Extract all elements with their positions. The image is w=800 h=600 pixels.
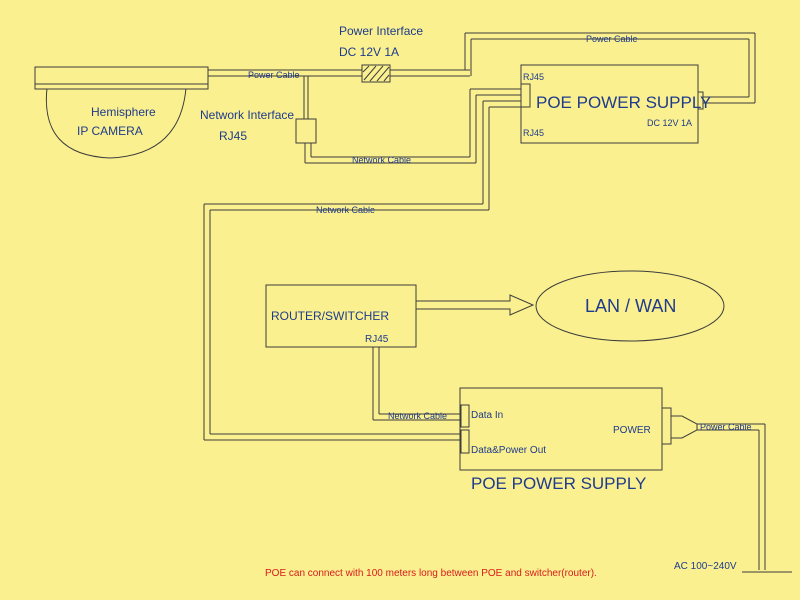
poe-bottom-title: POE POWER SUPPLY bbox=[471, 474, 646, 493]
camera-rj45-connector bbox=[295, 118, 317, 144]
network-cable-camera-to-poe bbox=[303, 76, 521, 164]
lan-wan-label: LAN / WAN bbox=[585, 296, 676, 316]
power-cable-camera-to-poe bbox=[208, 32, 756, 104]
poe-top-title: POE POWER SUPPLY bbox=[536, 93, 711, 112]
poe-top-dc-port bbox=[697, 91, 704, 110]
router-switcher-box bbox=[265, 284, 417, 348]
poe-top-rj45-out-label: RJ45 bbox=[523, 128, 544, 138]
power-plug bbox=[670, 415, 698, 439]
network-cable-long-label: Network Cable bbox=[316, 205, 375, 215]
data-power-out-label: Data&Power Out bbox=[471, 445, 546, 456]
camera-base-plate bbox=[34, 66, 209, 90]
lan-wan-arrow bbox=[416, 294, 535, 316]
power-interface-label: Power Interface bbox=[339, 24, 423, 38]
poe-top-rj45-port bbox=[520, 83, 531, 108]
poe-data-power-out-port bbox=[460, 429, 470, 454]
power-cable-mains-label: Power Cable bbox=[700, 422, 752, 432]
power-cable-camera-label: Power Cable bbox=[248, 70, 300, 80]
router-label: ROUTER/SWITCHER bbox=[271, 309, 389, 323]
data-in-label: Data In bbox=[471, 410, 503, 421]
network-cable-camera-label: Network Cable bbox=[352, 155, 411, 165]
poe-power-port bbox=[661, 407, 672, 445]
mains-power-cable bbox=[697, 423, 792, 573]
dc-power-label: DC 12V 1A bbox=[339, 45, 399, 59]
poe-top-dc-label: DC 12V 1A bbox=[647, 118, 692, 128]
poe-power-supply-top bbox=[520, 64, 704, 144]
poe-power-supply-bottom bbox=[459, 387, 698, 471]
ac-input-label: AC 100~240V bbox=[674, 561, 737, 572]
power-cable-top-label: Power Cable bbox=[586, 34, 638, 44]
router-rj45-label: RJ45 bbox=[365, 334, 389, 345]
camera-label-line1: Hemisphere bbox=[91, 105, 156, 119]
network-cable-poe-to-poe bbox=[203, 100, 521, 441]
poe-top-rj45-in-label: RJ45 bbox=[523, 72, 544, 82]
network-interface-label: Network Interface bbox=[200, 108, 294, 122]
camera-label-line2: IP CAMERA bbox=[77, 124, 143, 138]
camera-dome bbox=[45, 87, 187, 159]
poe-data-in-port bbox=[460, 404, 470, 428]
power-port-label: POWER bbox=[613, 425, 651, 436]
footnote: POE can connect with 100 meters long bet… bbox=[265, 568, 597, 579]
network-cable-router-to-poe bbox=[372, 347, 461, 421]
lan-wan-cloud bbox=[535, 270, 725, 342]
camera-rj45-label: RJ45 bbox=[219, 129, 247, 143]
ip-camera bbox=[34, 66, 209, 159]
network-cable-router-label: Network Cable bbox=[388, 411, 447, 421]
dc-power-connector bbox=[361, 64, 391, 83]
